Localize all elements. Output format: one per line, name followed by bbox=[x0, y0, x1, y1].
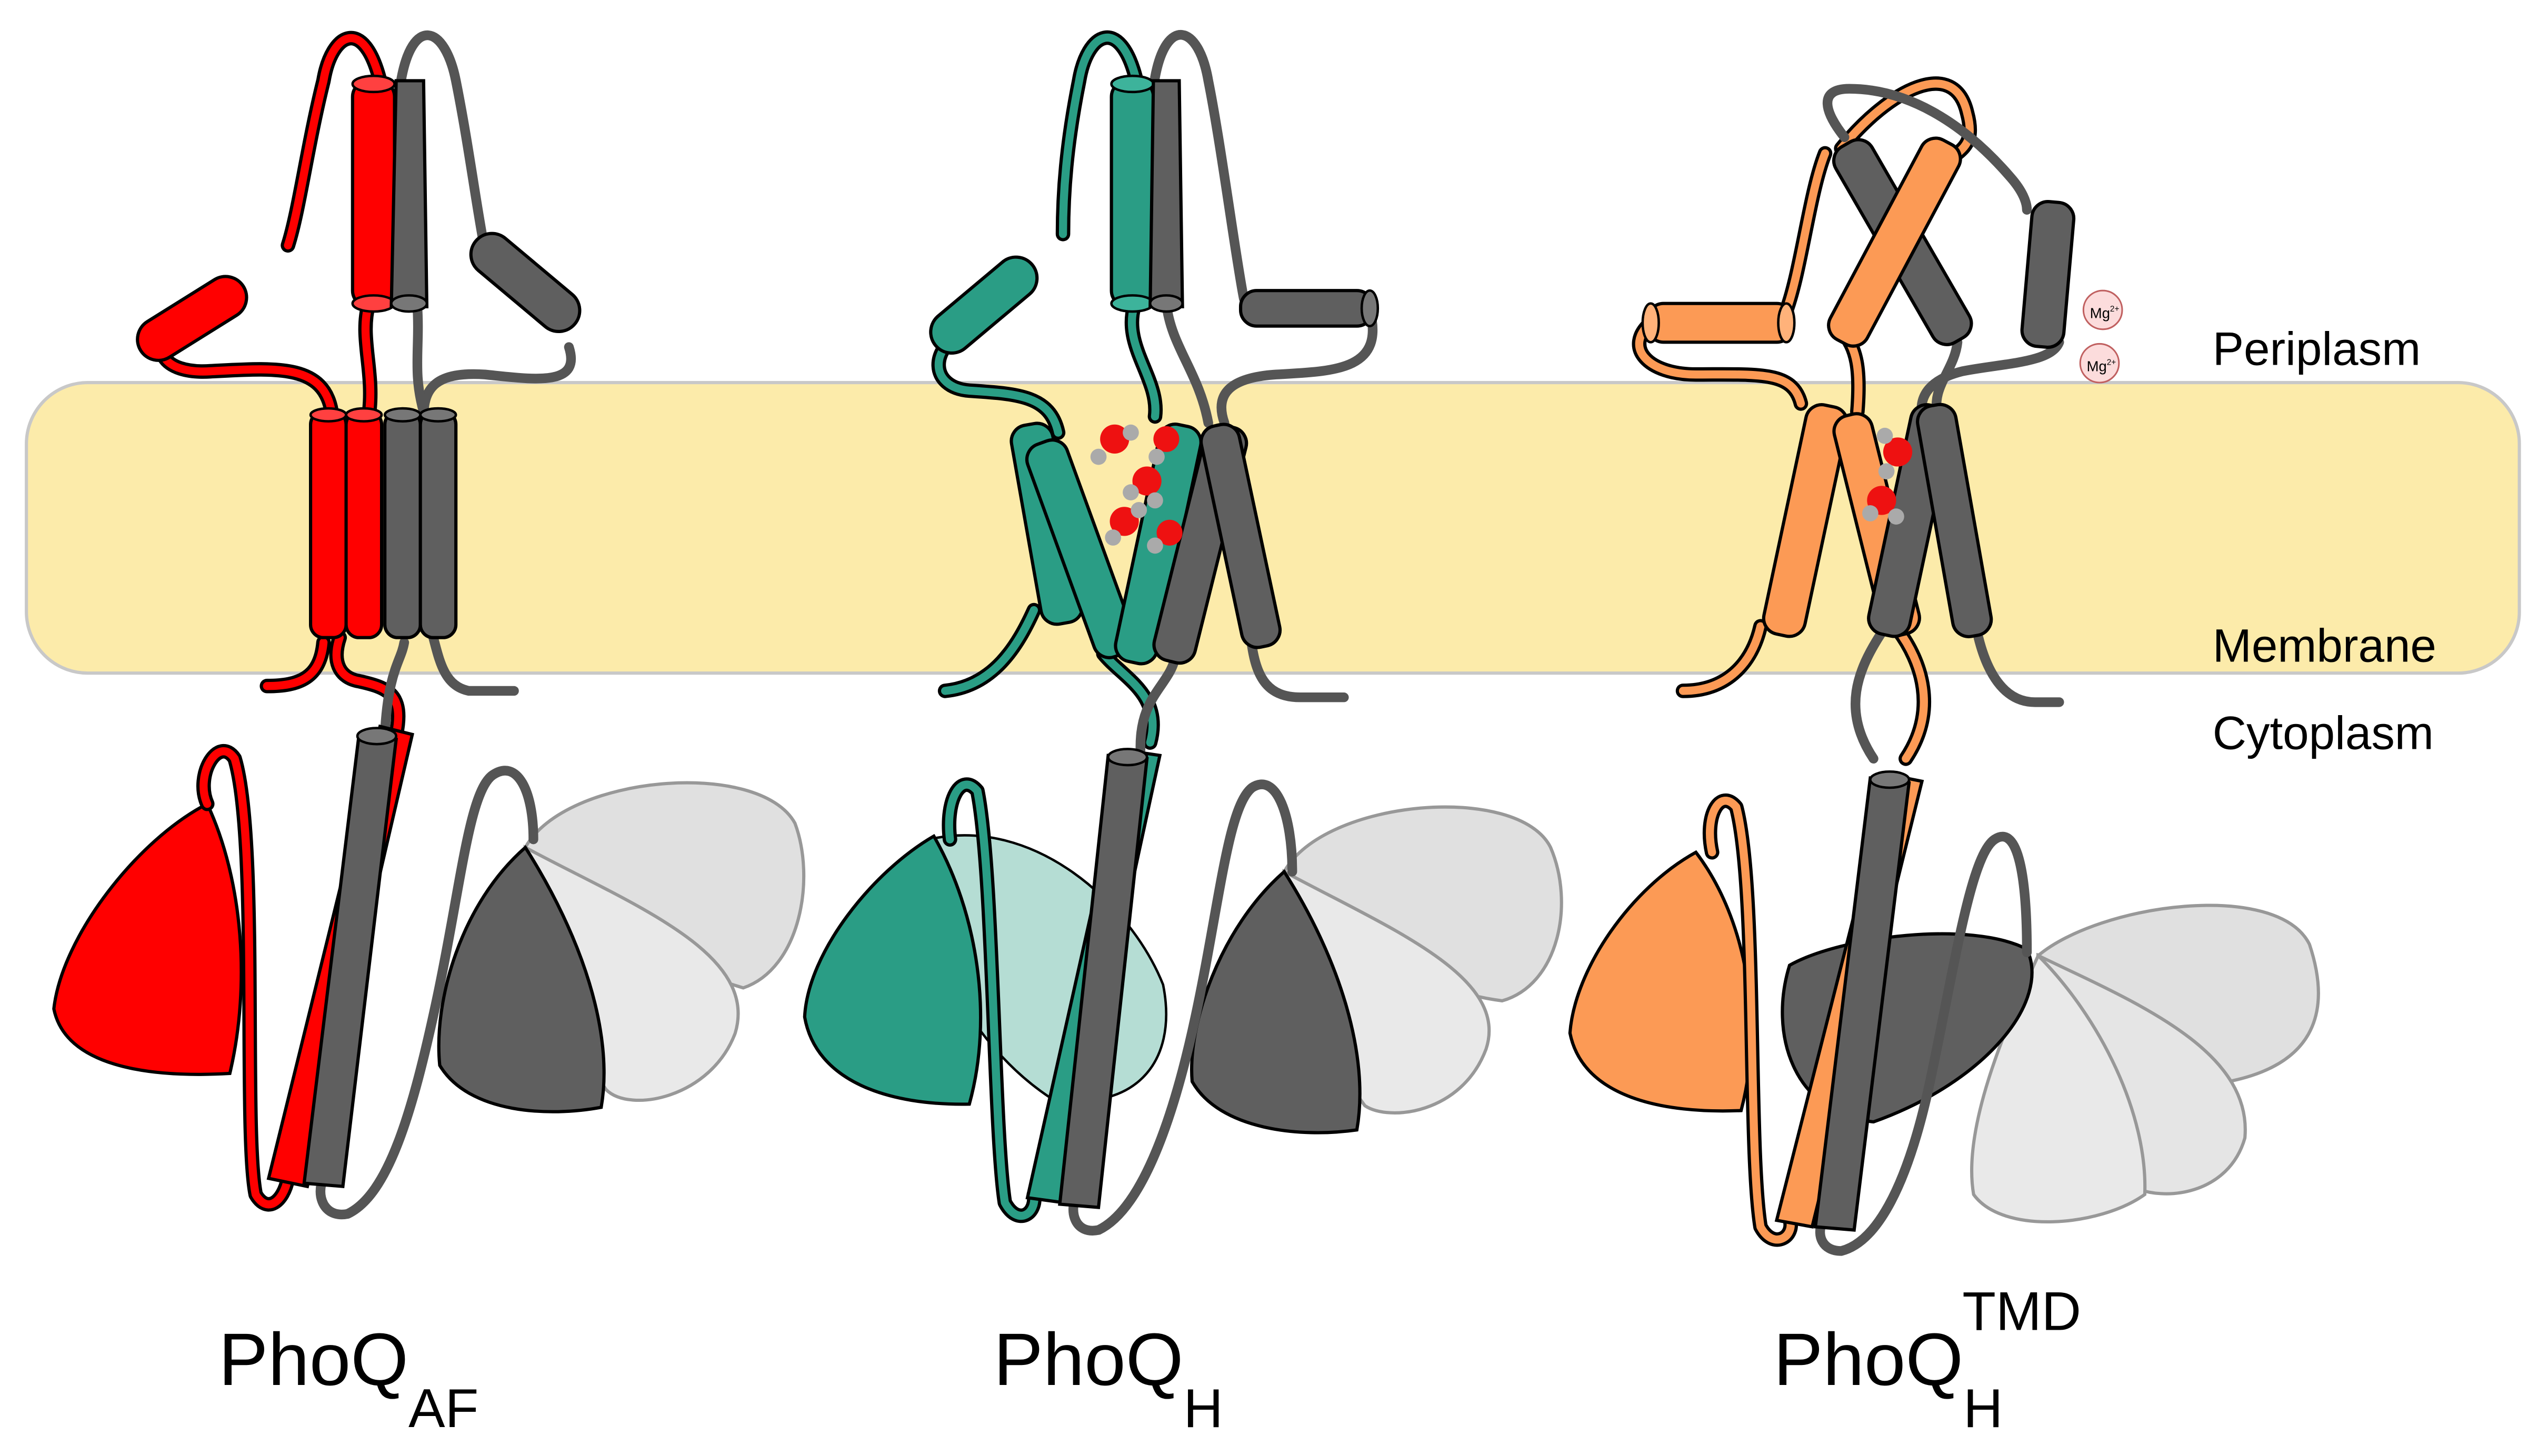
model-phoq-af: PhoQAF bbox=[52, 30, 806, 1439]
tmd-cytoplasmic-helices bbox=[1774, 770, 1924, 1232]
af-tm-helices bbox=[308, 407, 458, 639]
svg-text:Mg2+: Mg2+ bbox=[2090, 305, 2120, 321]
af-red-periplasmic-helices bbox=[136, 74, 396, 362]
h-teal-periplasmic-helices bbox=[929, 74, 1155, 355]
h-cytoplasmic-helices bbox=[1025, 748, 1162, 1209]
af-gray-catalytic-domain bbox=[437, 845, 606, 1113]
tmd-orange-periplasmic-helices bbox=[1641, 136, 1962, 348]
h-water-molecules bbox=[1090, 424, 1183, 554]
model-phoq-h: PhoQH bbox=[803, 30, 1563, 1439]
af-red-loops bbox=[154, 31, 406, 1212]
tmd-title: PhoQH bbox=[1773, 1318, 2003, 1439]
tmd-water-molecules bbox=[1862, 427, 1913, 525]
tmd-gray-loops bbox=[1815, 84, 2064, 1256]
af-gray-loops bbox=[315, 30, 576, 1220]
h-title: PhoQH bbox=[994, 1318, 1223, 1439]
af-title: PhoQAF bbox=[218, 1318, 478, 1439]
af-gray-periplasmic-helices bbox=[389, 79, 582, 334]
svg-text:Mg2+: Mg2+ bbox=[2086, 358, 2116, 374]
membrane-label: Membrane bbox=[2213, 619, 2436, 672]
h-teal-catalytic-domain bbox=[803, 834, 983, 1106]
af-red-catalytic-domain bbox=[52, 801, 243, 1076]
periplasm-label: Periplasm bbox=[2213, 322, 2421, 375]
tmd-title-superscript: TMD bbox=[1962, 1281, 2081, 1342]
h-gray-periplasmic-helices bbox=[1148, 79, 1380, 328]
mg-ion-2: Mg2+ bbox=[2079, 343, 2120, 384]
af-cytoplasmic-helices bbox=[266, 724, 414, 1189]
h-tm-helices bbox=[1010, 421, 1282, 666]
h-gray-loops bbox=[1068, 30, 1378, 1236]
mg-ion-1: Mg2+ bbox=[2082, 289, 2123, 330]
model-phoq-h-tmd: Mg2+ Mg2+ PhoQH TMD bbox=[1568, 76, 2320, 1439]
h-gray-catalytic-domain bbox=[1190, 869, 1362, 1134]
cytoplasm-label: Cytoplasm bbox=[2213, 706, 2434, 759]
tmd-orange-catalytic-domain bbox=[1568, 850, 1753, 1113]
